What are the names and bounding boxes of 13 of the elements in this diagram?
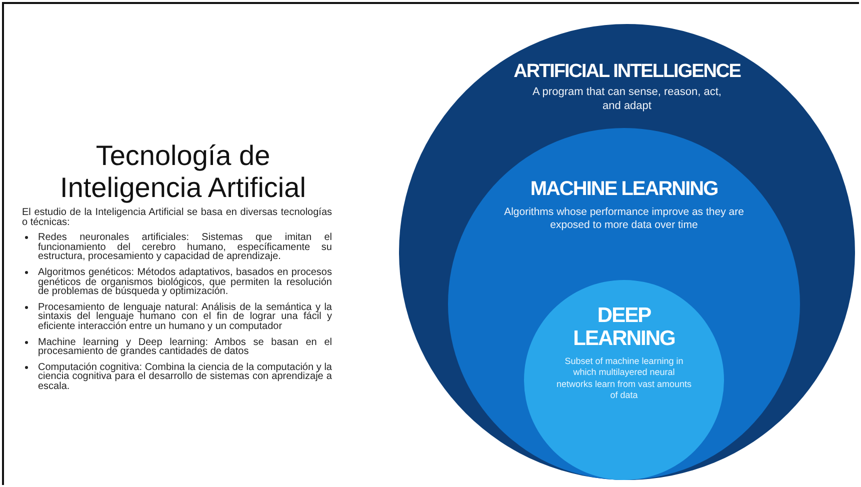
circle-heading: MACHINE LEARNING [529, 178, 719, 200]
bullet-text: Procesamiento de lenguaje natural: Análisis de la semántica y la sintaxis del lenguaje humano con el fin de lograr una fácil y eficiente interacción entre un humano y un computador [38, 302, 332, 332]
bullet-text: Computación cognitiva: Combina la ciencia de la computación y la ciencia cognitiva para el desarrollo de sistemas con aprendizaje a escala. [38, 362, 332, 392]
intro-paragraph: El estudio de la Inteligencia Artificial se basa en diversas tecnologías o técnicas: [22, 208, 332, 228]
circle-heading: DEEP LEARNING [572, 304, 676, 350]
bullet-text: Algoritmos genéticos: Métodos adaptativos, basados en procesos genéticos de organismos biológicos, que permiten la resolución de problemas de búsqueda y optimización. [38, 268, 332, 297]
circle-description: Subset of machine learning in which multilayered neural networks learn from vast amounts of data [555, 356, 693, 401]
slide-title: Tecnología de Inteligencia Artificial [59, 140, 307, 204]
bullet-text: Machine learning y Deep learning: Ambos se basan en el procesamiento de grandes cantidades de datos [38, 338, 332, 357]
bullet-text: Redes neuronales artificiales: Sistemas que imitan el funcionamiento del cerebro humano, específicamente su estructura, procesamiento y capacidad de aprendizaje. [38, 233, 332, 262]
circle-description: Algorithms whose performance improve as they are exposed to more data over time [503, 206, 745, 232]
circle-description: A program that can sense, reason, act, and adapt [532, 86, 722, 114]
circle-heading: ARTIFICIAL INTELLIGENCE [512, 62, 742, 83]
